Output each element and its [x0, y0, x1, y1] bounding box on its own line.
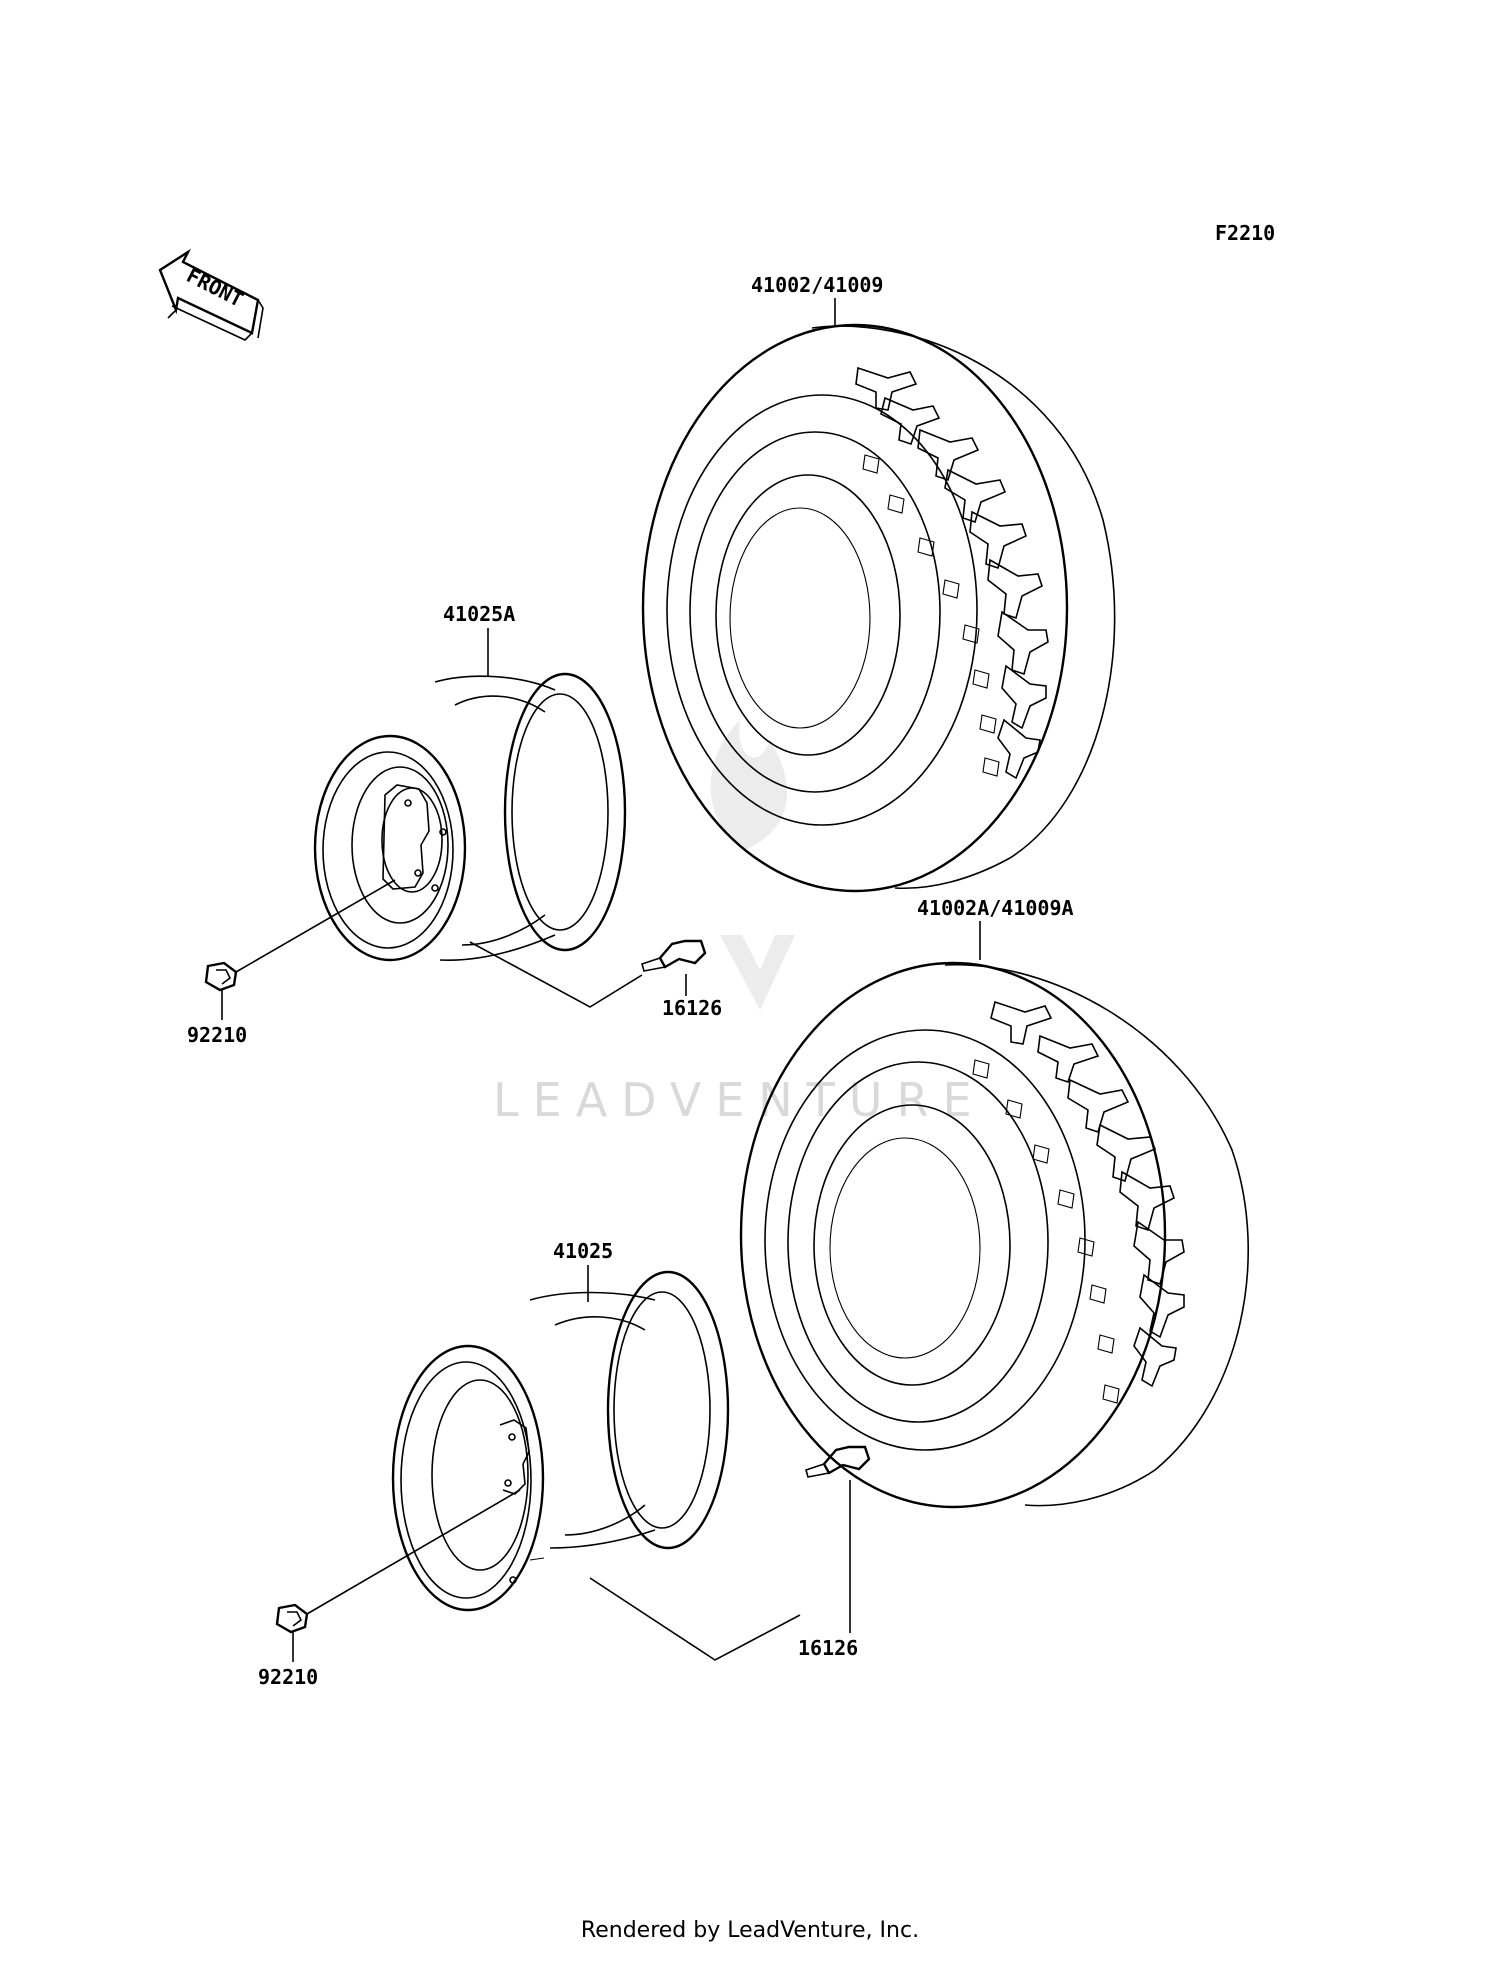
- watermark-text: LEADVENTURE: [493, 1073, 986, 1127]
- upper-nut-part-number: 92210: [187, 1023, 247, 1047]
- upper-valve-part-number: 16126: [662, 996, 722, 1020]
- front-tire-part-number: 41002/41009: [751, 273, 883, 297]
- front-wheel: [391, 1270, 730, 1612]
- lower-nut-icon: [275, 1603, 309, 1634]
- lower-valve-guide-line: [589, 1577, 801, 1661]
- upper-valve-guide-line: [469, 941, 643, 1008]
- upper-valve-icon: [641, 939, 707, 972]
- rear-tire: [739, 961, 1249, 1509]
- upper-nut-guide-line: [235, 879, 396, 973]
- footer-credit: Rendered by LeadVenture, Inc.: [580, 1918, 920, 1943]
- rear-tire-tread: [972, 1000, 1185, 1404]
- front-tire-tread: [855, 366, 1049, 780]
- front-wheel-part-number: 41025: [553, 1239, 613, 1263]
- front-tire: [641, 323, 1116, 893]
- lower-nut-part-number: 92210: [258, 1665, 318, 1689]
- watermark: LEADVENTURE: [493, 720, 986, 1127]
- front-arrow-icon: FRONT: [158, 248, 264, 341]
- rear-tire-part-number: 41002A/41009A: [917, 896, 1074, 920]
- rear-wheel-part-number: 41025A: [443, 602, 515, 626]
- lower-nut-guide-line: [306, 1489, 521, 1615]
- rear-wheel: [313, 672, 627, 962]
- upper-nut-icon: [204, 961, 238, 992]
- lower-valve-part-number: 16126: [798, 1636, 858, 1660]
- diagram-code: F2210: [1215, 221, 1275, 245]
- lower-valve-icon: [805, 1445, 871, 1478]
